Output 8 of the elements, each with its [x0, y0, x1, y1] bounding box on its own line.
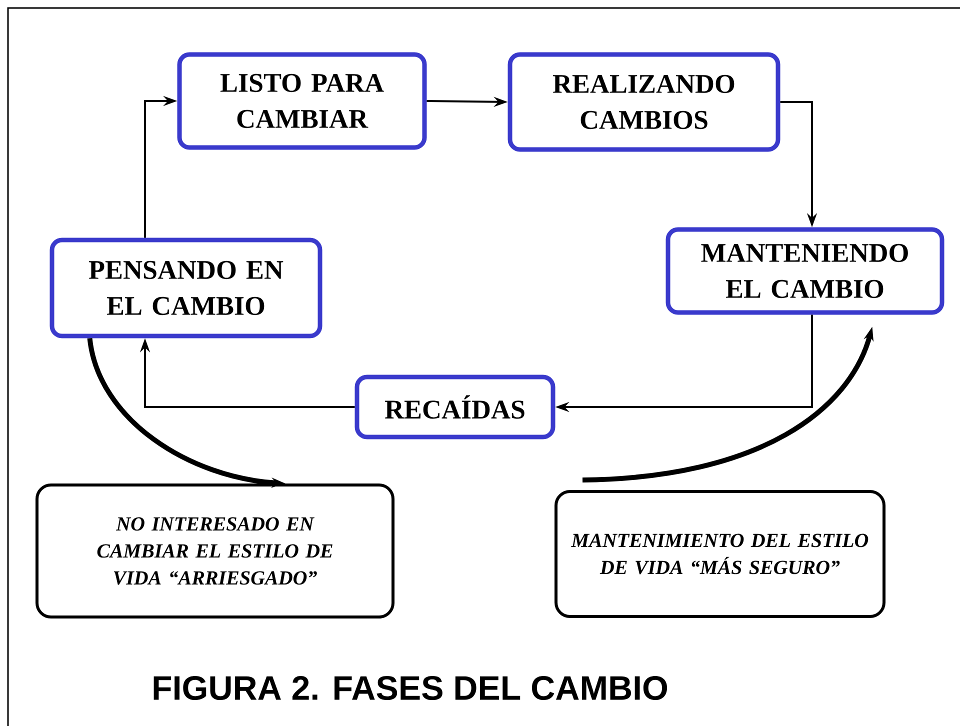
stage-box: PENSANDO EN EL CAMBIO: [50, 238, 322, 338]
stage-box: RECAÍDAS: [354, 374, 556, 440]
figure-caption: FIGURA 2. FASES DEL CAMBIO: [154, 676, 668, 700]
stage-box: LISTO PARA CAMBIAR: [177, 52, 427, 150]
stage-box: MANTENIENDO EL CAMBIO: [666, 227, 944, 315]
note-box: NO INTERESADO EN CAMBIAR EL ESTILO DE VIDA “ARRIESGADO”: [36, 484, 394, 618]
stage-box: REALIZANDO CAMBIOS: [508, 52, 780, 152]
note-box: MANTENIMIENTO DEL ESTILO DE VIDA “MÁS SEGURO”: [554, 490, 886, 618]
